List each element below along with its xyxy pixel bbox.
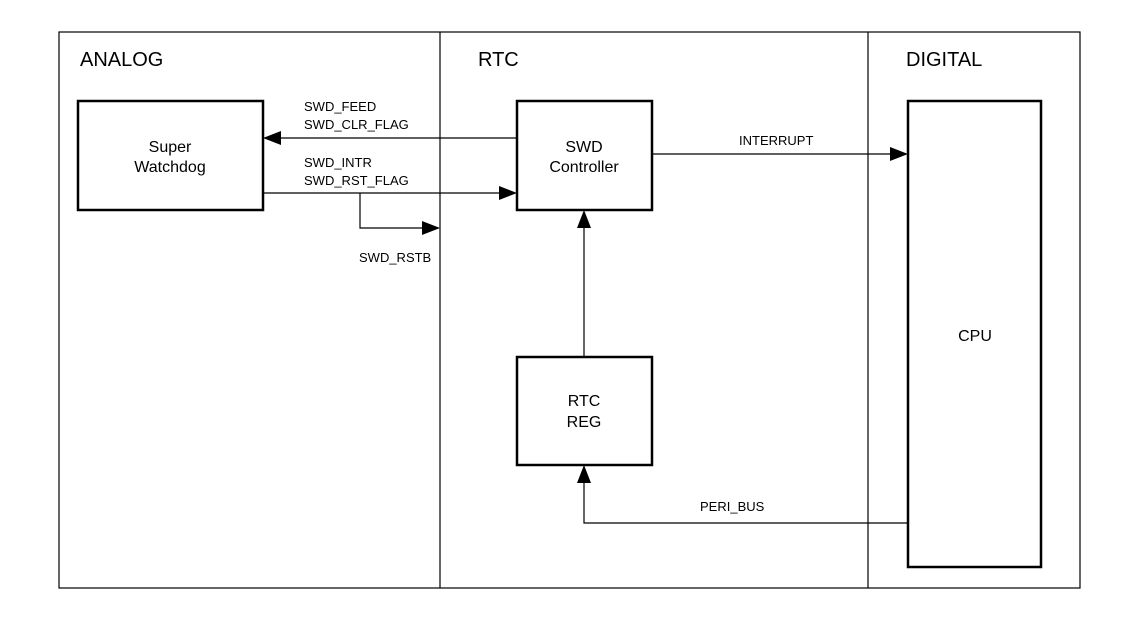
swd-intr-rst-arrow (263, 186, 517, 200)
arrowhead-right-icon (499, 186, 517, 200)
region-label-analog: ANALOG (80, 49, 163, 71)
signal-label-swd-rst-flag: SWD_RST_FLAG (304, 173, 409, 188)
cpu-block: CPU (906, 99, 1043, 569)
signal-label-swd-rstb: SWD_RSTB (359, 250, 431, 265)
interrupt-arrow (652, 147, 908, 161)
swd-rstb-arrow (359, 193, 440, 235)
region-label-rtc: RTC (478, 49, 519, 71)
super-watchdog-label-line1: Super (149, 139, 192, 156)
signal-label-swd-intr: SWD_INTR (304, 155, 372, 170)
swd-controller-label-line1: SWD (565, 139, 602, 156)
rtc-reg-label-line2: REG (567, 414, 602, 431)
arrowhead-up-icon (577, 210, 591, 228)
rtc-reg-to-controller-arrow (577, 210, 591, 357)
peri-bus-arrow (577, 465, 908, 524)
arrowhead-right-icon (422, 221, 440, 235)
super-watchdog-block: Super Watchdog (76, 99, 265, 212)
cpu-label: CPU (958, 328, 992, 345)
swd-controller-label-line2: Controller (549, 159, 619, 176)
rtc-reg-label-line1: RTC (568, 393, 601, 410)
signal-label-swd-feed: SWD_FEED (304, 99, 376, 114)
swd-feed-clr-arrow (263, 131, 517, 145)
arrowhead-left-icon (263, 131, 281, 145)
signal-label-interrupt: INTERRUPT (739, 133, 813, 148)
region-label-digital: DIGITAL (906, 49, 982, 71)
arrowhead-up-icon (577, 465, 591, 483)
super-watchdog-label-line2: Watchdog (134, 159, 205, 176)
signal-label-swd-clr-flag: SWD_CLR_FLAG (304, 117, 409, 132)
signal-label-peri-bus: PERI_BUS (700, 499, 765, 514)
swd-controller-block: SWD Controller (515, 99, 654, 212)
diagram-frame (58, 31, 1081, 589)
arrowhead-right-icon (890, 147, 908, 161)
rtc-reg-block: RTC REG (515, 355, 654, 467)
